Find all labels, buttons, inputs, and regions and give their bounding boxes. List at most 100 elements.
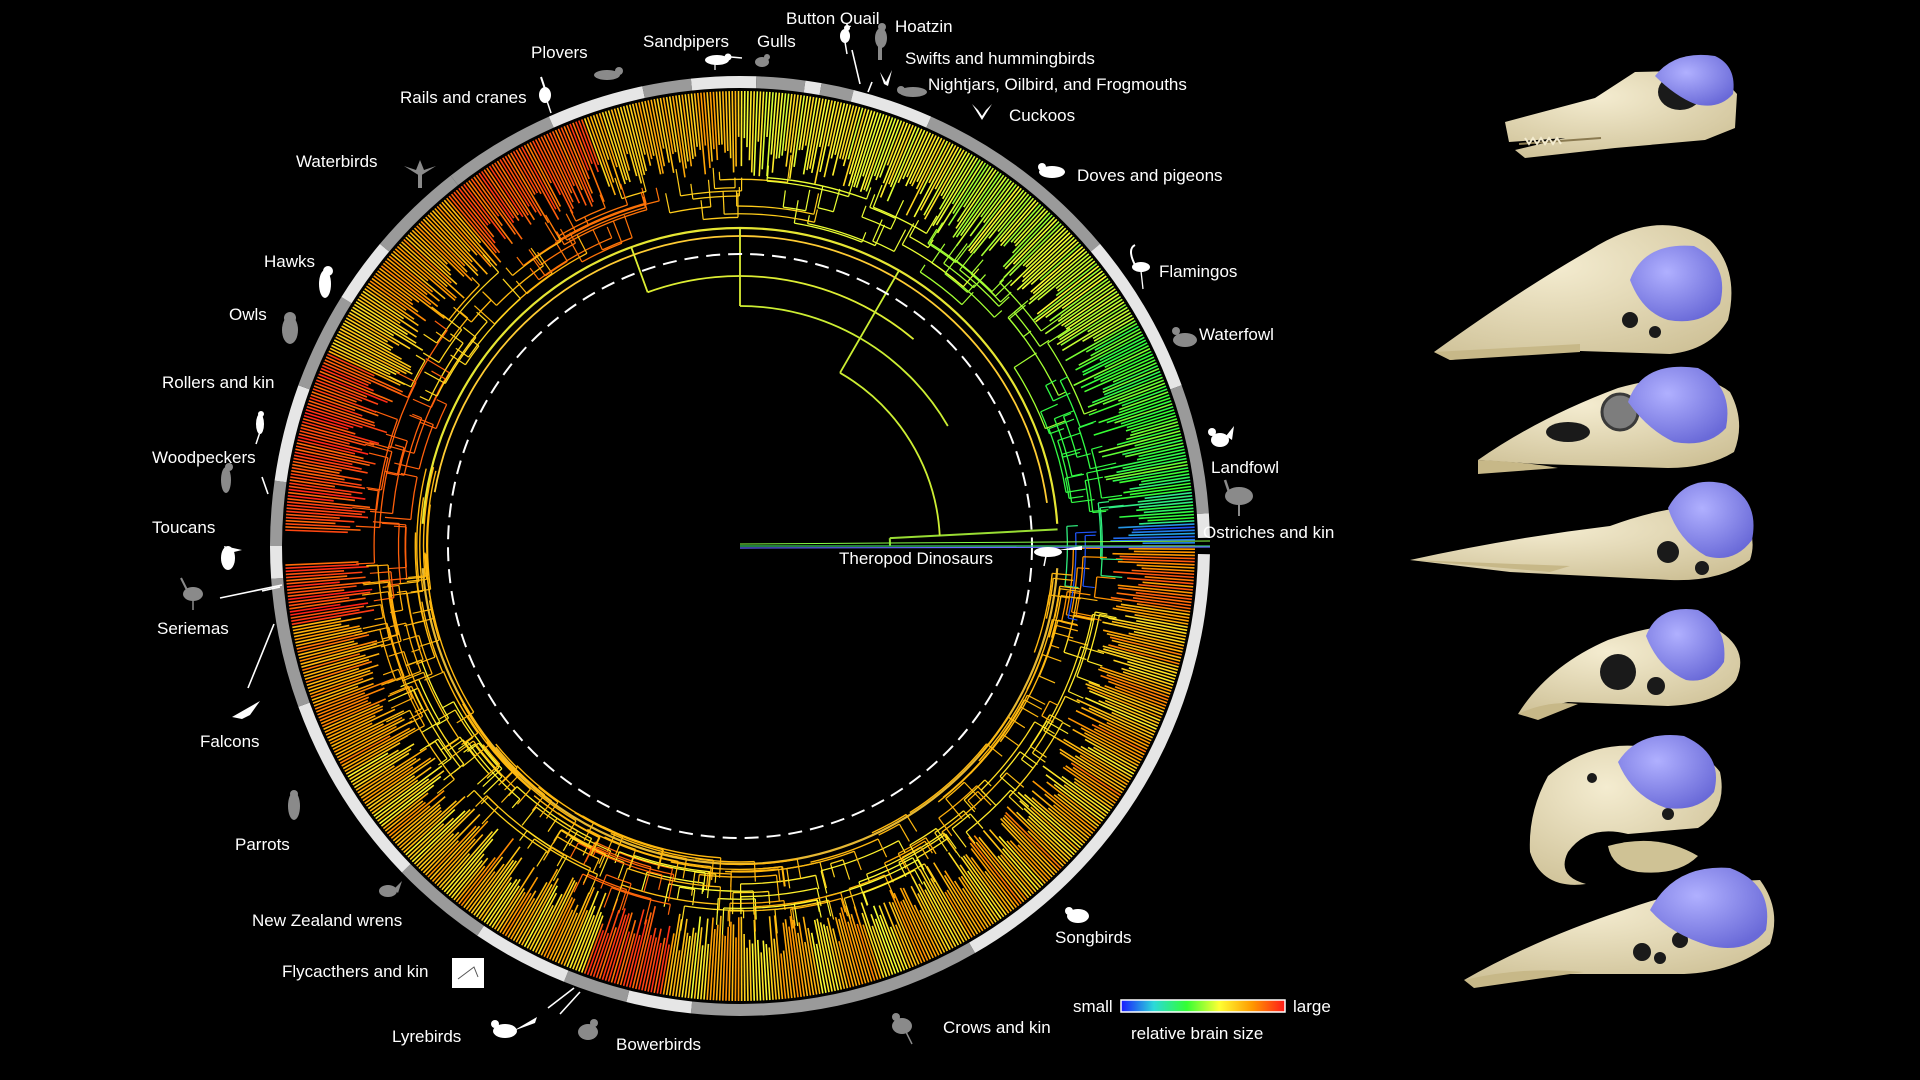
tip-branch	[443, 828, 499, 893]
internal-branch	[1066, 614, 1094, 622]
tip-branch	[1042, 765, 1109, 815]
internal-branch	[516, 788, 531, 805]
internal-branch	[443, 763, 465, 781]
tip-branch	[826, 925, 843, 990]
tip-branch	[635, 906, 657, 990]
internal-branch	[574, 811, 624, 838]
tip-branch	[958, 876, 992, 927]
tip-branch	[298, 433, 363, 451]
label-hawks: Hawks	[264, 252, 315, 271]
tip-branch	[970, 856, 1012, 912]
internal-branch	[708, 866, 712, 887]
tip-branch	[303, 414, 349, 430]
tip-branch	[353, 752, 410, 789]
tip-branch	[604, 111, 628, 181]
tip-branch	[1006, 806, 1067, 865]
tip-branch	[1093, 350, 1152, 380]
internal-branch	[366, 604, 381, 608]
tip-branch	[291, 609, 375, 626]
tip-branch	[900, 901, 929, 961]
internal-branch	[389, 580, 402, 642]
toucan-icon	[221, 546, 242, 570]
internal-branch	[901, 244, 964, 288]
internal-branch	[872, 240, 895, 253]
tip-branch	[310, 394, 356, 412]
internal-branch	[1094, 596, 1123, 602]
tip-branch	[295, 630, 363, 647]
internal-branch	[923, 863, 936, 883]
tip-branch	[1102, 621, 1186, 641]
internal-branch	[387, 591, 411, 676]
tip-branch	[1091, 723, 1147, 753]
internal-branch	[456, 711, 475, 724]
tip-branch	[420, 220, 466, 267]
tip-branch	[897, 128, 923, 184]
tip-branch	[947, 164, 989, 226]
bird-skull-icon	[1518, 609, 1741, 720]
internal-branch	[754, 892, 841, 908]
internal-branch	[403, 590, 424, 595]
tip-branch	[429, 212, 488, 275]
internal-branch	[419, 396, 430, 402]
tip-branch	[1126, 412, 1176, 429]
internal-branch	[369, 441, 391, 449]
tip-branch	[850, 913, 873, 982]
ring-segment	[563, 970, 630, 1003]
tip-branch	[889, 926, 909, 970]
internal-branch	[934, 810, 965, 834]
tip-branch	[1105, 463, 1188, 481]
internal-branch	[740, 887, 818, 898]
tip-branch	[418, 223, 468, 273]
internal-branch	[951, 828, 967, 848]
tip-branch	[923, 147, 962, 216]
tip-branch	[455, 189, 495, 238]
internal-branch	[1067, 532, 1077, 619]
internal-branch	[529, 267, 540, 281]
tip-branch	[496, 887, 525, 932]
internal-branch	[819, 861, 828, 889]
internal-branch	[1047, 342, 1085, 415]
internal-branch	[423, 672, 460, 739]
internal-branch	[414, 532, 436, 658]
tip-branch	[1030, 246, 1084, 293]
tip-branch	[1129, 485, 1192, 496]
internal-branch	[569, 842, 579, 858]
brain-size-legend: small large relative brain size	[1073, 997, 1331, 1043]
internal-branch	[396, 447, 405, 476]
internal-branch	[377, 565, 391, 640]
tip-branch	[377, 770, 445, 822]
tip-branch	[307, 402, 376, 427]
tip-branch	[592, 114, 610, 161]
tip-branch	[770, 92, 777, 155]
tip-branch	[455, 865, 486, 903]
tip-branch	[560, 887, 595, 965]
tip-branch	[1138, 583, 1193, 591]
internal-branch	[894, 200, 905, 219]
internal-branch	[641, 187, 647, 204]
internal-branch	[394, 462, 420, 470]
internal-branch	[813, 193, 820, 215]
tip-branch	[911, 135, 937, 187]
internal-branch	[1053, 418, 1073, 477]
internal-branch	[462, 326, 477, 338]
emu-icon	[1223, 479, 1253, 516]
tip-branch	[458, 856, 496, 905]
tip-branch	[1023, 793, 1084, 846]
tip-branch	[357, 298, 417, 338]
internal-branch	[481, 806, 499, 825]
songbird-icon	[1065, 907, 1089, 923]
tip-branch	[644, 937, 658, 992]
internal-branch	[861, 205, 867, 218]
internal-branch	[1057, 619, 1078, 626]
legend-large-label: large	[1293, 997, 1331, 1016]
tip-branch	[940, 151, 968, 197]
internal-branch	[1046, 720, 1069, 735]
tip-branch	[366, 757, 436, 807]
tip-branch	[290, 476, 366, 490]
internal-branch	[407, 329, 448, 398]
internal-branch	[1065, 488, 1086, 493]
tip-branch	[656, 98, 670, 163]
tip-branch	[834, 916, 855, 987]
internal-branch	[1053, 392, 1071, 402]
tip-branch	[1009, 229, 1069, 287]
